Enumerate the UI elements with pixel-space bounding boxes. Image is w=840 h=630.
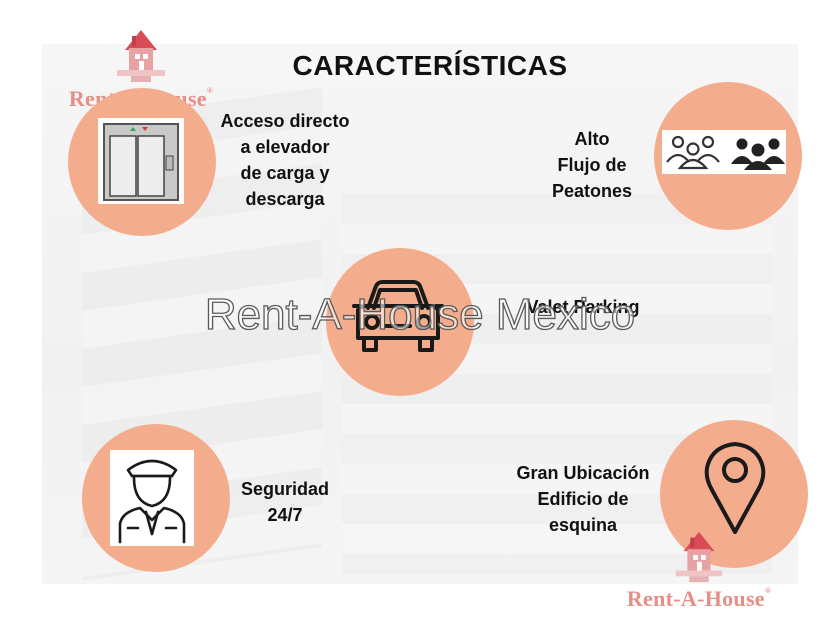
logo-bottom-right: Rent-A-House® [614,526,784,612]
valet-circle [326,248,474,396]
page-title: CARACTERÍSTICAS [292,50,568,81]
house-logo-icon [117,30,165,82]
people-group-icon [662,130,786,179]
elevator-label: Acceso directo a elevador de carga y des… [220,111,350,209]
house-logo-icon [675,531,723,583]
pedestrians-label: Alto Flujo de Peatones [551,129,633,201]
location-label: Gran Ubicación Edificio de esquina [516,463,650,535]
car-front-icon [350,276,446,361]
watermark-text: Rent-A-House Mexico [204,289,636,339]
logo-text: Rent-A-House [626,586,765,611]
security-label: Seguridad 24/7 [240,479,329,525]
location-pin-icon [700,440,770,541]
valet-label: Valet Parking [526,297,640,317]
elevator-icon [98,118,184,209]
security-guard-icon [110,450,194,551]
